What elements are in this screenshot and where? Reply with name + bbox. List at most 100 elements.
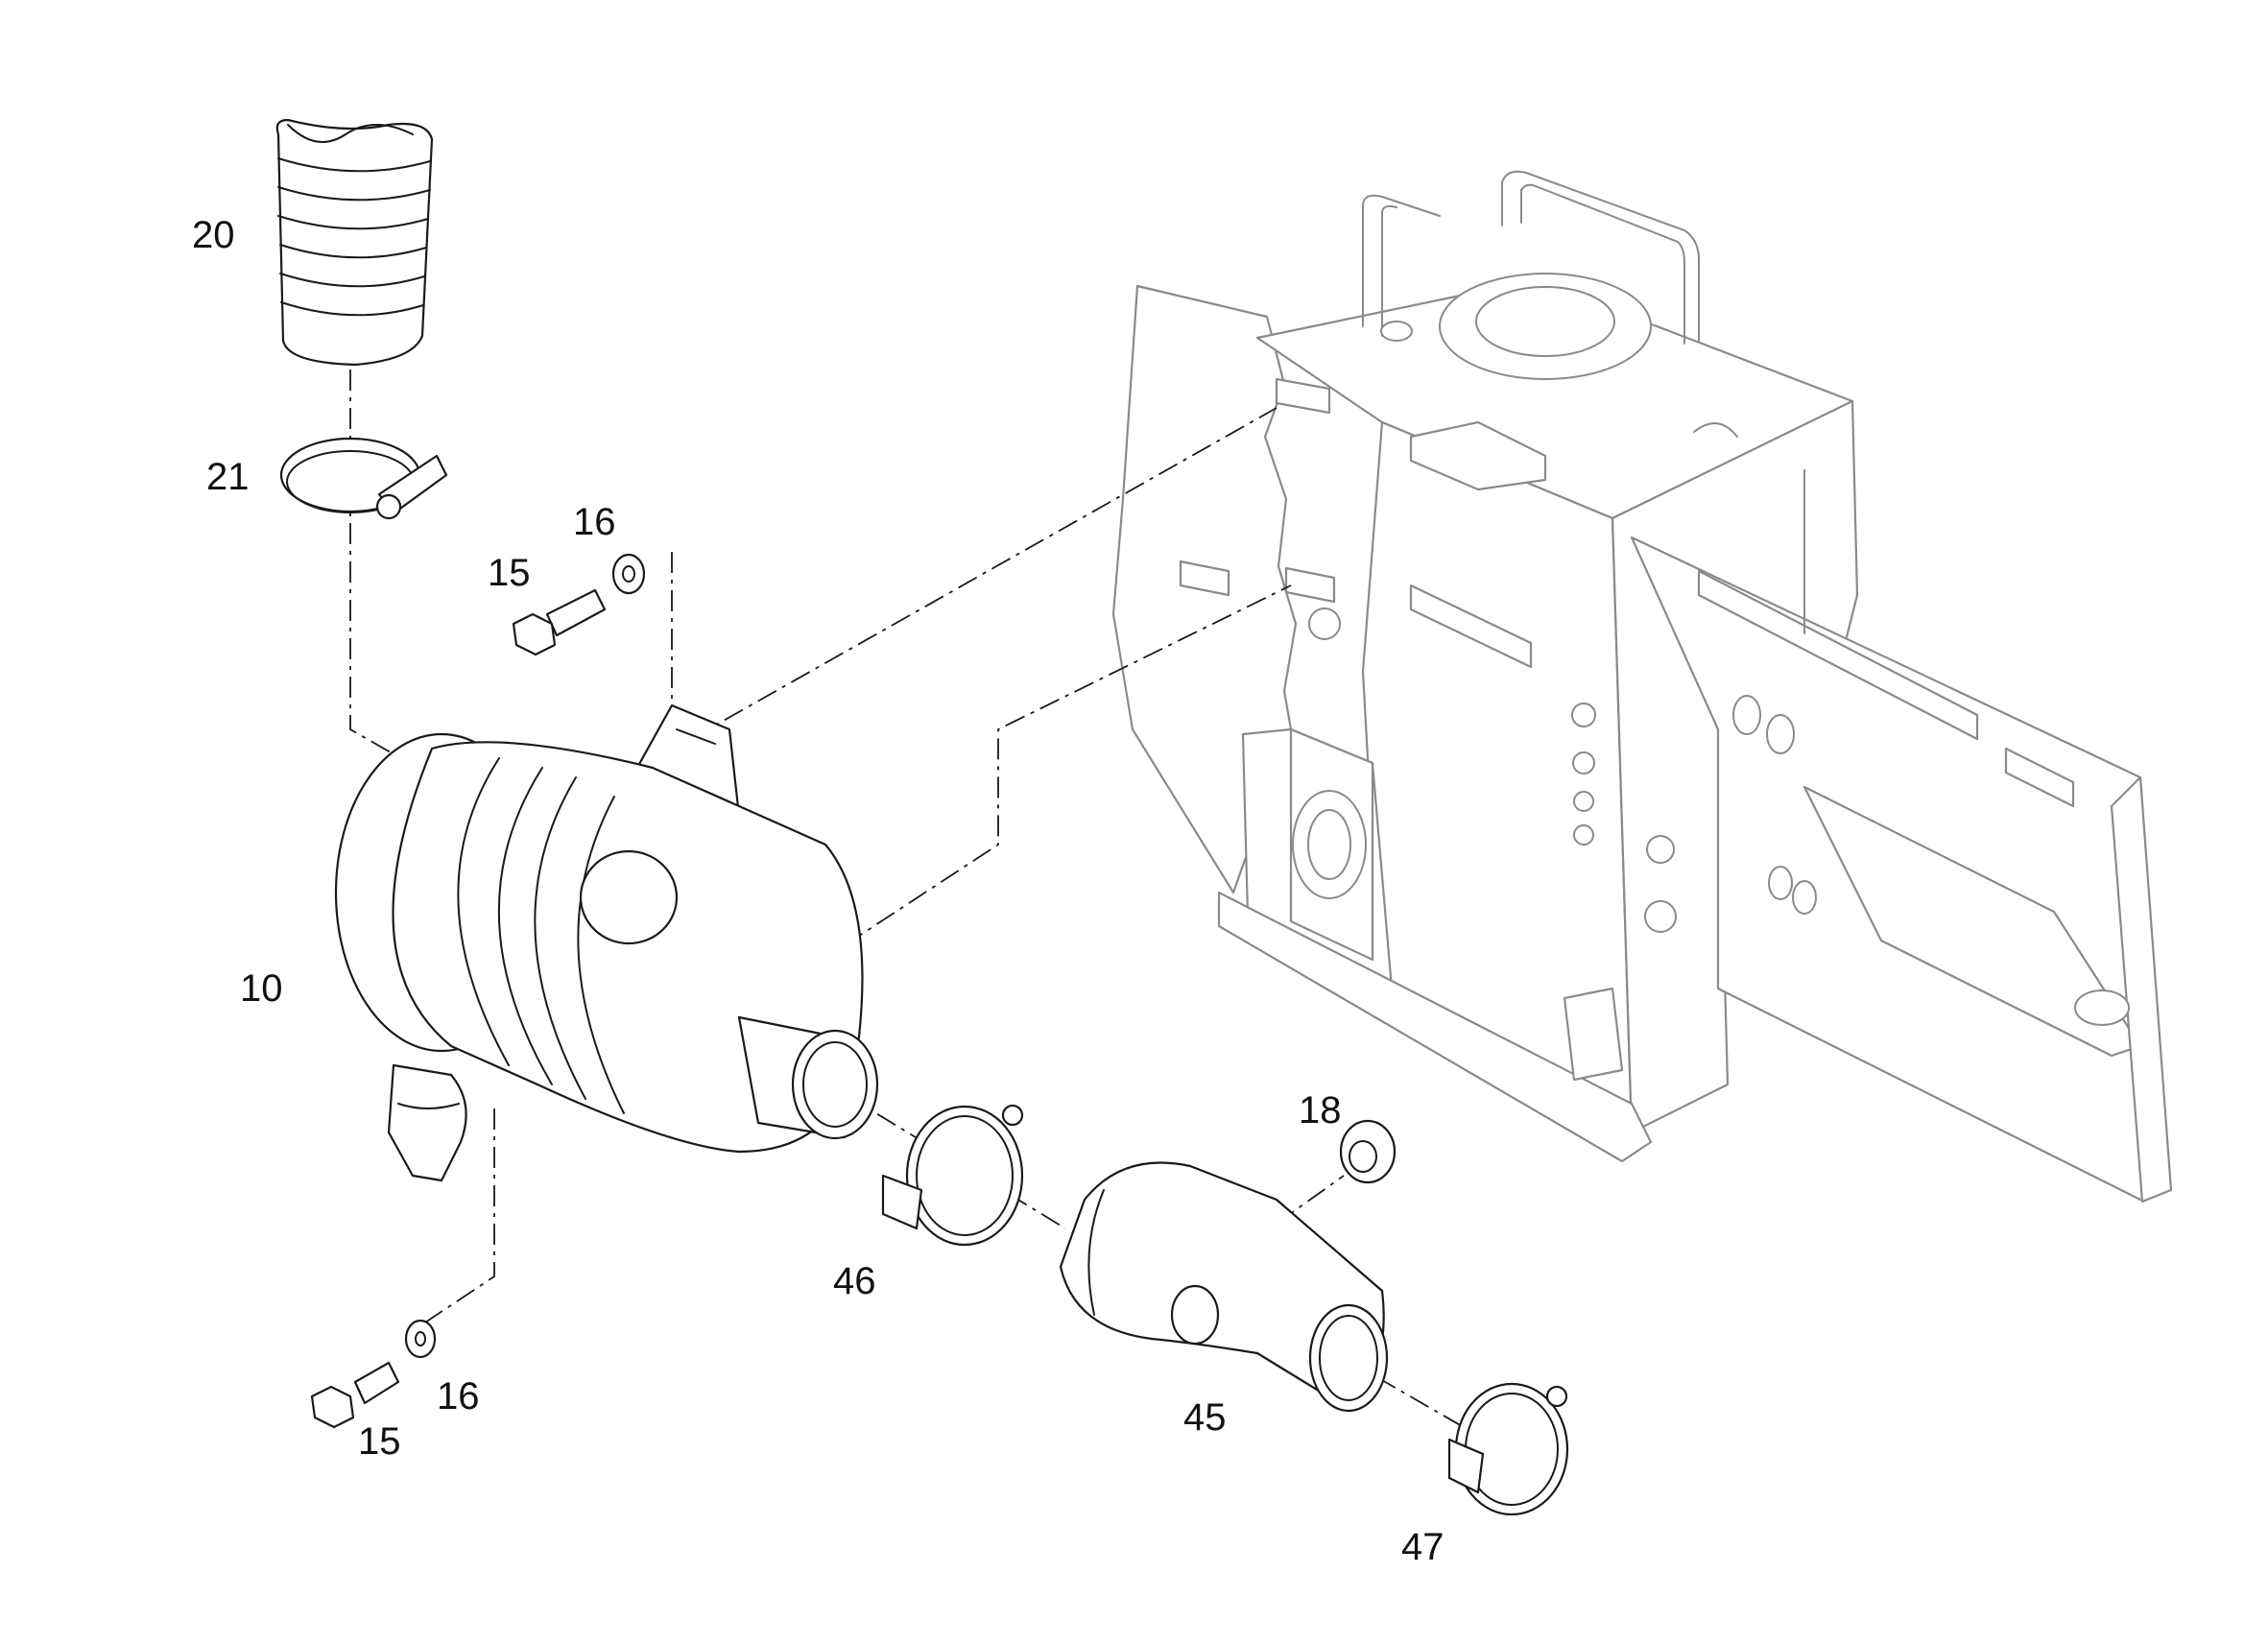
filter-outlet-bore — [802, 1041, 868, 1128]
washer-hole — [415, 1331, 426, 1346]
filter-ring-1 — [457, 757, 510, 1066]
frame-port-inner — [1307, 809, 1351, 880]
part-21-hose-clamp — [279, 437, 448, 520]
bolt-head — [512, 612, 557, 656]
leader-bolt-bottom — [421, 1108, 495, 1325]
hose-rib — [279, 273, 425, 288]
frame-arm-hole-1 — [1732, 695, 1761, 735]
part-10-air-filter — [334, 703, 879, 1182]
filter-top-inlet — [579, 849, 679, 945]
washer-outer — [611, 553, 646, 595]
hose-rib — [279, 244, 427, 259]
leader-filter-to-frame — [844, 584, 1292, 946]
leader-bracket-to-frame-top — [690, 407, 1277, 740]
frame-handle-left-inner — [1381, 204, 1397, 337]
callout-18: 18 — [1299, 1089, 1342, 1132]
frame-handle-left — [1362, 194, 1441, 327]
frame-fitting-5 — [1646, 835, 1675, 864]
part-46-clamp — [881, 1104, 1024, 1247]
elbow-outlet-bore — [1319, 1315, 1378, 1401]
frame-fitting-4 — [1573, 824, 1594, 846]
callout-labels: 20 21 16 15 10 18 46 45 16 15 47 — [192, 214, 1444, 1568]
dust-valve-ring — [397, 1103, 460, 1109]
filter-dust-valve — [387, 1063, 467, 1182]
frame-arm-hole-5 — [2074, 989, 2130, 1026]
part-16-washer-top — [611, 553, 646, 595]
part-15-bolt-top — [512, 588, 607, 656]
bolt-shank — [353, 1361, 400, 1405]
hose-rib — [277, 215, 429, 230]
callout-16-bottom: 16 — [437, 1375, 480, 1418]
callout-20: 20 — [192, 214, 235, 256]
frame-bar-3 — [2004, 747, 2075, 808]
frame-bar-2 — [1697, 569, 1979, 741]
washer-outer — [404, 1319, 437, 1359]
cap-center — [1349, 1140, 1377, 1173]
callout-46: 46 — [833, 1260, 876, 1302]
filter-ring-2 — [498, 767, 553, 1085]
frame-flange-inner — [1475, 286, 1615, 357]
frame-bottom-rail — [1217, 891, 1653, 1163]
frame-handle-right-inner — [1520, 183, 1685, 345]
bolt-head — [310, 1385, 355, 1429]
clamp-screw-head — [375, 493, 402, 520]
part-45-elbow — [1059, 1161, 1389, 1413]
clamp47-nut — [1545, 1385, 1568, 1408]
hose-rib — [277, 186, 431, 202]
frame-bar-1 — [1409, 584, 1533, 669]
frame-small-block-1 — [1275, 377, 1331, 415]
hose-body — [275, 118, 434, 367]
part-18-cap — [1339, 1119, 1397, 1184]
bolt-shank — [545, 588, 607, 637]
elbow-side-port — [1170, 1284, 1220, 1346]
clamp46-band-inner — [916, 1115, 1014, 1236]
frame-fitting-6 — [1644, 900, 1677, 933]
frame-valve-block — [1563, 987, 1624, 1082]
callout-10: 10 — [240, 967, 283, 1010]
frame-top-block — [1409, 420, 1547, 491]
frame-small-block-3 — [1179, 560, 1230, 597]
frame-fitting-1 — [1571, 703, 1596, 727]
hose-rib — [280, 301, 424, 317]
elbow-outlet — [1308, 1303, 1389, 1413]
clamp47-bolt-block — [1447, 1438, 1485, 1494]
part-15-bolt-bottom — [310, 1361, 400, 1429]
leader-elbow-to-clamp — [1343, 1357, 1469, 1431]
cap-body — [1339, 1119, 1397, 1184]
callout-15-top: 15 — [488, 552, 531, 594]
callout-47: 47 — [1401, 1526, 1444, 1568]
frame-arm-window — [1802, 785, 2142, 1058]
part-20-bellows-hose — [275, 118, 434, 367]
filter-ring-4 — [577, 796, 625, 1114]
clamp46-band — [905, 1105, 1024, 1247]
frame-small-block-2 — [1284, 566, 1336, 604]
frame-arm-hole-4 — [1792, 880, 1817, 915]
callout-45: 45 — [1183, 1396, 1227, 1439]
frame-top-nut — [1380, 321, 1413, 342]
callout-15-bottom: 15 — [358, 1420, 401, 1463]
washer-hole — [622, 565, 635, 583]
filter-ring-3 — [534, 776, 586, 1100]
clamp46-nut — [1001, 1104, 1024, 1127]
frame-fitting-3 — [1573, 791, 1594, 812]
frame-arm-end — [2110, 775, 2173, 1203]
callout-16-top: 16 — [573, 501, 616, 543]
callout-21: 21 — [206, 456, 250, 498]
filter-outlet-ring — [791, 1029, 879, 1140]
frame-handle-right — [1501, 170, 1700, 342]
frame-arm-hole-3 — [1768, 866, 1793, 900]
frame-arm-hole-2 — [1766, 714, 1795, 754]
part-16-washer-bottom — [404, 1319, 437, 1359]
clamp46-bolt-block — [881, 1174, 923, 1230]
hose-rib — [277, 157, 431, 173]
bracket-slot — [676, 728, 716, 745]
part-47-clamp — [1447, 1382, 1569, 1516]
frame-fitting-2 — [1572, 751, 1595, 774]
machine-frame — [1111, 170, 2173, 1203]
frame-ring — [1308, 608, 1341, 640]
frame-top-hook — [1693, 422, 1738, 438]
hose-opening — [287, 124, 414, 143]
elbow-rib — [1087, 1189, 1105, 1316]
